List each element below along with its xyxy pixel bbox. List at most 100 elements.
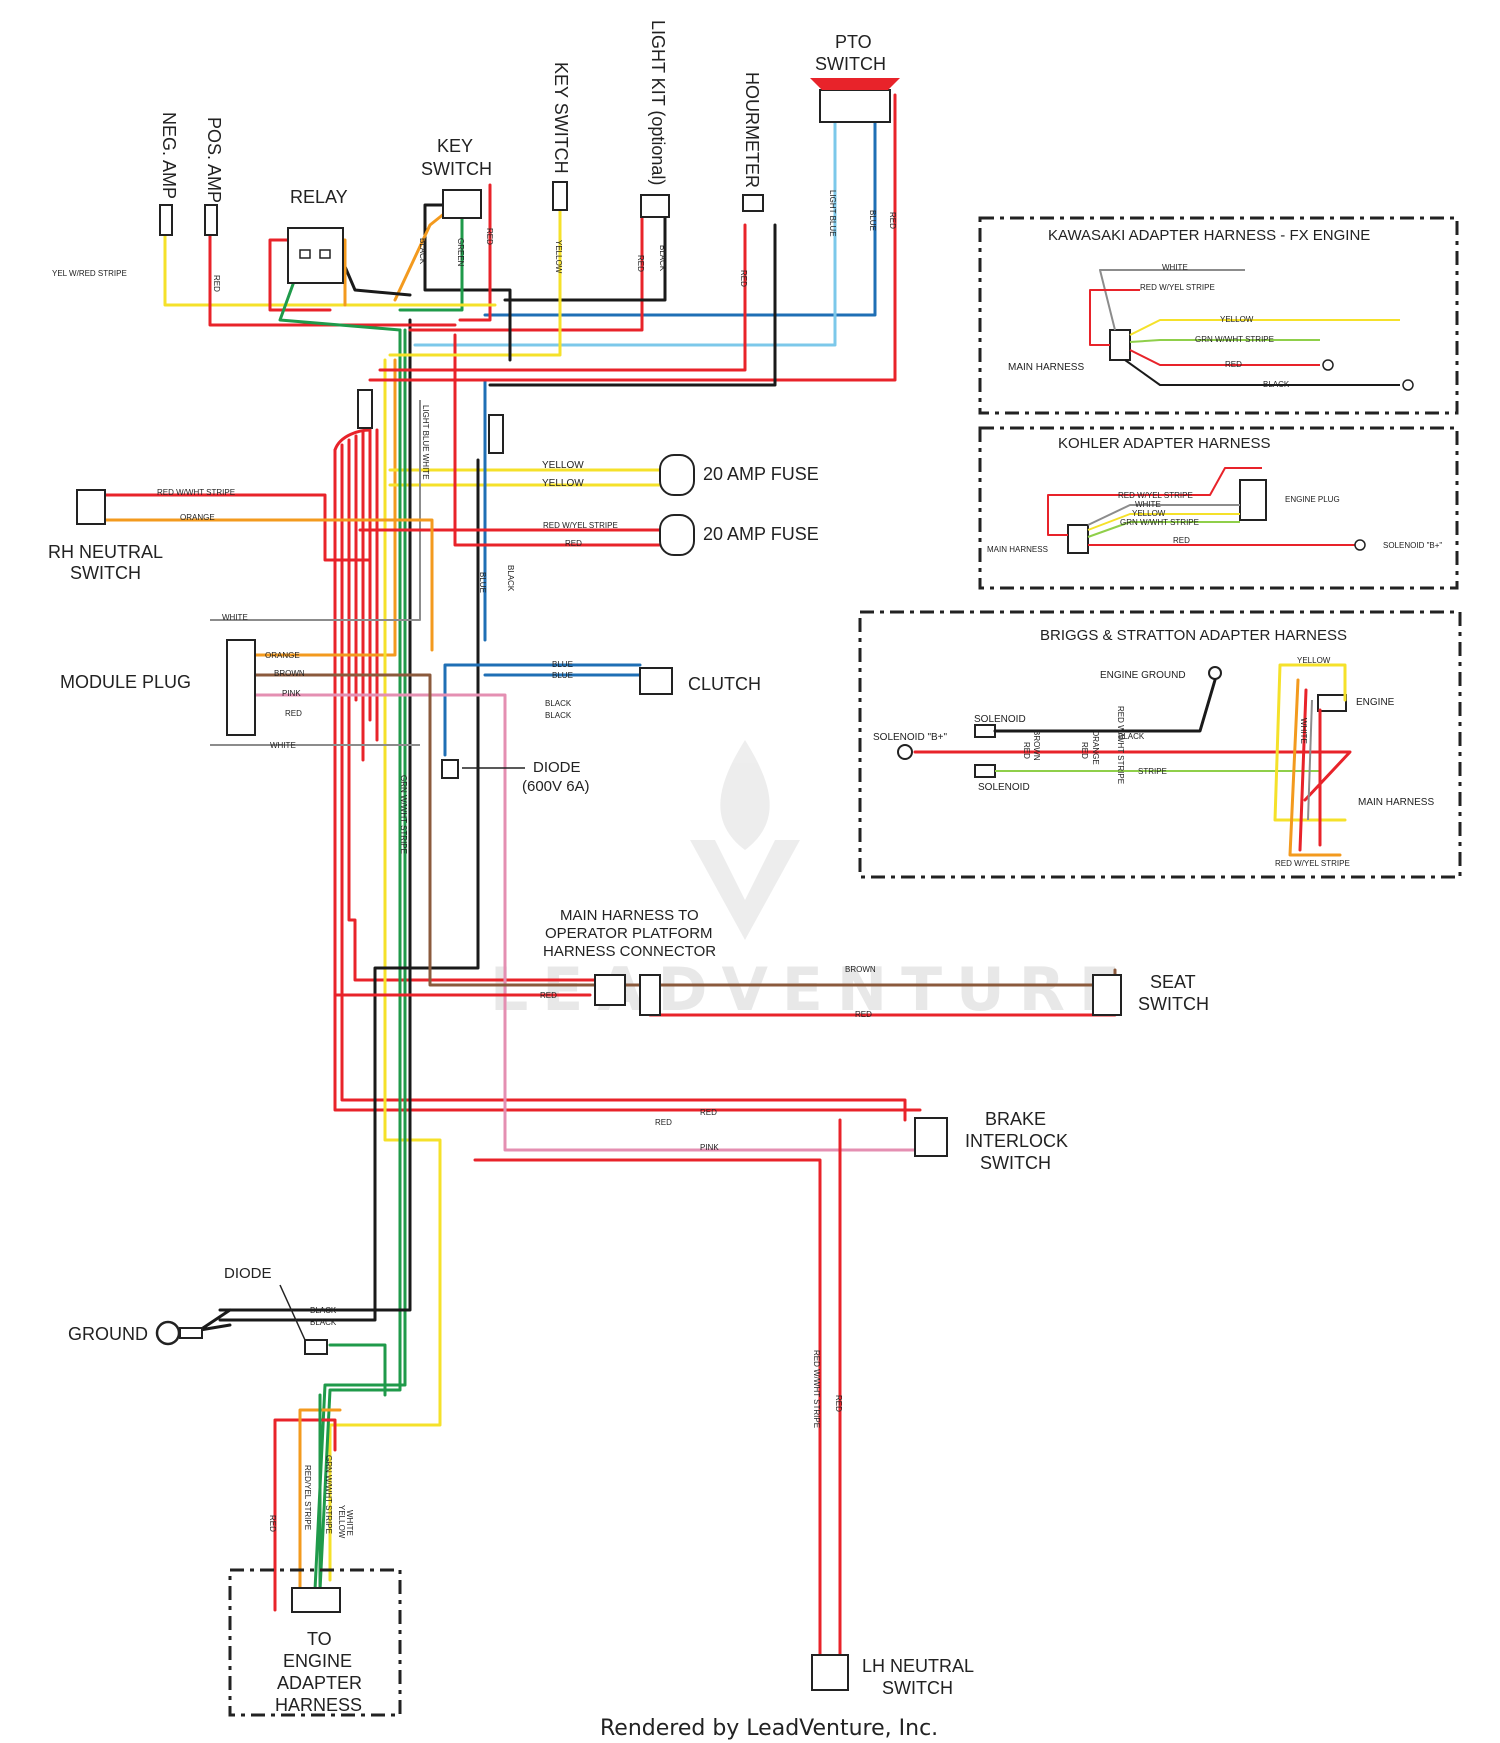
wire-label-brown-module: BROWN bbox=[274, 669, 305, 678]
wire-label-pink-module: PINK bbox=[282, 689, 301, 698]
fuse-1: 20 AMP FUSE bbox=[659, 454, 819, 496]
wire-label-redwht-rh: RED W/WHT STRIPE bbox=[157, 488, 235, 497]
kohler-title: KOHLER ADAPTER HARNESS bbox=[1058, 435, 1271, 452]
wire-label-blue-pto: BLUE bbox=[868, 210, 877, 231]
pos-amp-terminal: POS. AMP bbox=[204, 117, 224, 236]
wire-label-red-lh: RED bbox=[834, 1395, 843, 1412]
wire-label-yellow-engine: YELLOW bbox=[337, 1505, 346, 1539]
wire-label-red-pto: RED bbox=[888, 212, 897, 229]
pos-amp-label: POS. AMP bbox=[204, 117, 224, 203]
kawasaki-grnwht: GRN W/WHT STRIPE bbox=[1195, 335, 1274, 344]
kawasaki-yellow: YELLOW bbox=[1220, 315, 1254, 324]
pto-switch: PTO SWITCH bbox=[810, 32, 900, 123]
wire-label-red-fuse2: RED bbox=[565, 539, 582, 548]
ground-diode-label: DIODE bbox=[224, 1265, 272, 1282]
wire-label-pink-brake: PINK bbox=[700, 1143, 719, 1152]
brake-label-3: SWITCH bbox=[980, 1153, 1051, 1173]
wire-label-grnwht-vert: GRN W/WHT STRIPE bbox=[399, 775, 408, 854]
engine-adapter-label-2: ENGINE bbox=[283, 1651, 352, 1671]
kawasaki-title: KAWASAKI ADAPTER HARNESS - FX ENGINE bbox=[1048, 227, 1370, 244]
key-switch-vertical-label: KEY SWITCH bbox=[551, 62, 571, 174]
key-switch-yellow-connector: KEY SWITCH bbox=[551, 62, 571, 211]
briggs-red-a: RED bbox=[1022, 742, 1031, 759]
key-switch-label-bottom: SWITCH bbox=[421, 159, 492, 179]
wire-label-black-vert: BLACK bbox=[506, 565, 515, 592]
diode-label-2: (600V 6A) bbox=[522, 778, 590, 795]
key-switch-label-top: KEY bbox=[437, 136, 473, 156]
wire-label-red-engine: RED bbox=[268, 1515, 277, 1532]
briggs-brown: BROWN bbox=[1032, 730, 1041, 761]
engine-adapter-label-4: HARNESS bbox=[275, 1695, 362, 1715]
module-plug-label: MODULE PLUG bbox=[60, 672, 191, 692]
clutch-connector: CLUTCH bbox=[639, 667, 761, 695]
wire-label-redyel-engine: RED/YEL STRIPE bbox=[303, 1465, 312, 1530]
main-harness-wires bbox=[90, 93, 1117, 1657]
briggs-yellow: YELLOW bbox=[1297, 656, 1331, 665]
kawasaki-redyel: RED W/YEL STRIPE bbox=[1140, 283, 1215, 292]
wire-label-red-brake-a: RED bbox=[700, 1108, 717, 1117]
lh-neutral-label-2: SWITCH bbox=[882, 1678, 953, 1698]
brake-label-1: BRAKE bbox=[985, 1109, 1046, 1129]
engine-adapter-label-1: TO bbox=[307, 1629, 332, 1649]
hourmeter-label: HOURMETER bbox=[742, 72, 762, 188]
briggs-orange: ORANGE bbox=[1091, 730, 1100, 765]
kawasaki-black: BLACK bbox=[1263, 380, 1290, 389]
wire-label-white-module-bottom: WHITE bbox=[270, 741, 296, 750]
wire-label-red-brake-b: RED bbox=[655, 1118, 672, 1127]
kohler-yellow: YELLOW bbox=[1132, 509, 1166, 518]
wire-label-yellow-key: YELLOW bbox=[554, 240, 563, 274]
kawasaki-main-harness: MAIN HARNESS bbox=[1008, 362, 1084, 373]
kawasaki-white: WHITE bbox=[1162, 263, 1188, 272]
briggs-redyel: RED W/YEL STRIPE bbox=[1275, 859, 1350, 868]
kohler-red: RED bbox=[1173, 536, 1190, 545]
light-kit-label: LIGHT KIT (optional) bbox=[648, 20, 668, 185]
wire-label-blue-vert: BLUE bbox=[478, 572, 487, 593]
operator-platform-connector: MAIN HARNESS TO OPERATOR PLATFORM HARNES… bbox=[543, 907, 716, 1016]
wire-label-red-seat: RED bbox=[855, 1010, 872, 1019]
wire-label-black-ground-a: BLACK bbox=[310, 1306, 337, 1315]
pto-label-bottom: SWITCH bbox=[815, 54, 886, 74]
kohler-adapter-panel: KOHLER ADAPTER HARNESS ENGINE PLUG MAIN … bbox=[978, 426, 1459, 590]
lh-neutral-switch: LH NEUTRAL SWITCH bbox=[811, 1654, 974, 1698]
neg-amp-terminal: NEG. AMP bbox=[159, 112, 179, 236]
wire-label-yel-red: YEL W/RED STRIPE bbox=[52, 269, 127, 278]
wire-label-black-lightkit: BLACK bbox=[658, 245, 667, 272]
pto-label-top: PTO bbox=[835, 32, 872, 52]
kohler-solenoid: SOLENOID "B+" bbox=[1383, 541, 1442, 550]
kohler-grnwht: GRN W/WHT STRIPE bbox=[1120, 518, 1199, 527]
clutch-label: CLUTCH bbox=[688, 674, 761, 694]
briggs-solenoid-b: SOLENOID "B+" bbox=[873, 732, 948, 743]
rh-neutral-switch: RH NEUTRAL SWITCH bbox=[48, 489, 163, 583]
wire-label-black-clutch-b: BLACK bbox=[545, 711, 572, 720]
kohler-redyel: RED W/YEL STRIPE bbox=[1118, 491, 1193, 500]
fuse-2-label: 20 AMP FUSE bbox=[703, 524, 819, 544]
brake-interlock-switch: BRAKE INTERLOCK SWITCH bbox=[914, 1109, 1068, 1173]
kawasaki-adapter-panel: KAWASAKI ADAPTER HARNESS - FX ENGINE MAI… bbox=[978, 216, 1459, 415]
wire-label-redyel-fuse2: RED W/YEL STRIPE bbox=[543, 521, 618, 530]
ground-terminal: GROUND DIODE bbox=[68, 1265, 328, 1355]
kohler-main-harness: MAIN HARNESS bbox=[987, 545, 1048, 554]
fuse-2: 20 AMP FUSE bbox=[659, 514, 819, 556]
fuse-1-label: 20 AMP FUSE bbox=[703, 464, 819, 484]
kohler-engine-plug: ENGINE PLUG bbox=[1285, 495, 1340, 504]
wire-label-red-key: RED bbox=[485, 228, 494, 245]
briggs-red-b: RED bbox=[1080, 742, 1089, 759]
diode-label-1: DIODE bbox=[533, 759, 581, 776]
kohler-white: WHITE bbox=[1135, 500, 1161, 509]
relay-label: RELAY bbox=[290, 187, 348, 207]
wire-label-red-lightkit: RED bbox=[636, 255, 645, 272]
briggs-redwht: RED W/WHT STRIPE bbox=[1116, 706, 1125, 784]
wire-label-red-module: RED bbox=[285, 709, 302, 718]
briggs-adapter-panel: BRIGGS & STRATTON ADAPTER HARNESS ENGINE… bbox=[858, 610, 1462, 879]
wire-label-red-hourmeter: RED bbox=[739, 270, 748, 287]
wire-label-redwht-lh: RED W/WHT STRIPE bbox=[812, 1350, 821, 1428]
hourmeter-connector: HOURMETER bbox=[742, 72, 764, 212]
briggs-stripe: STRIPE bbox=[1138, 767, 1167, 776]
engine-adapter-label-3: ADAPTER bbox=[277, 1673, 362, 1693]
wire-label-orange-module: ORANGE bbox=[265, 651, 300, 660]
footer-credit: Rendered by LeadVenture, Inc. bbox=[600, 1716, 938, 1741]
briggs-engine: ENGINE bbox=[1356, 697, 1395, 708]
wire-label-black-ground-b: BLACK bbox=[310, 1318, 337, 1327]
rh-neutral-label-1: RH NEUTRAL bbox=[48, 542, 163, 562]
